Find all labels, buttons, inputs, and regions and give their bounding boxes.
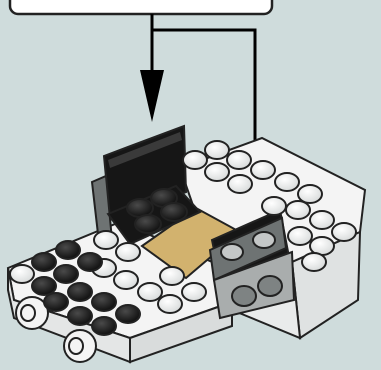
callout-box [10, 0, 272, 14]
wheel-right [64, 330, 96, 362]
